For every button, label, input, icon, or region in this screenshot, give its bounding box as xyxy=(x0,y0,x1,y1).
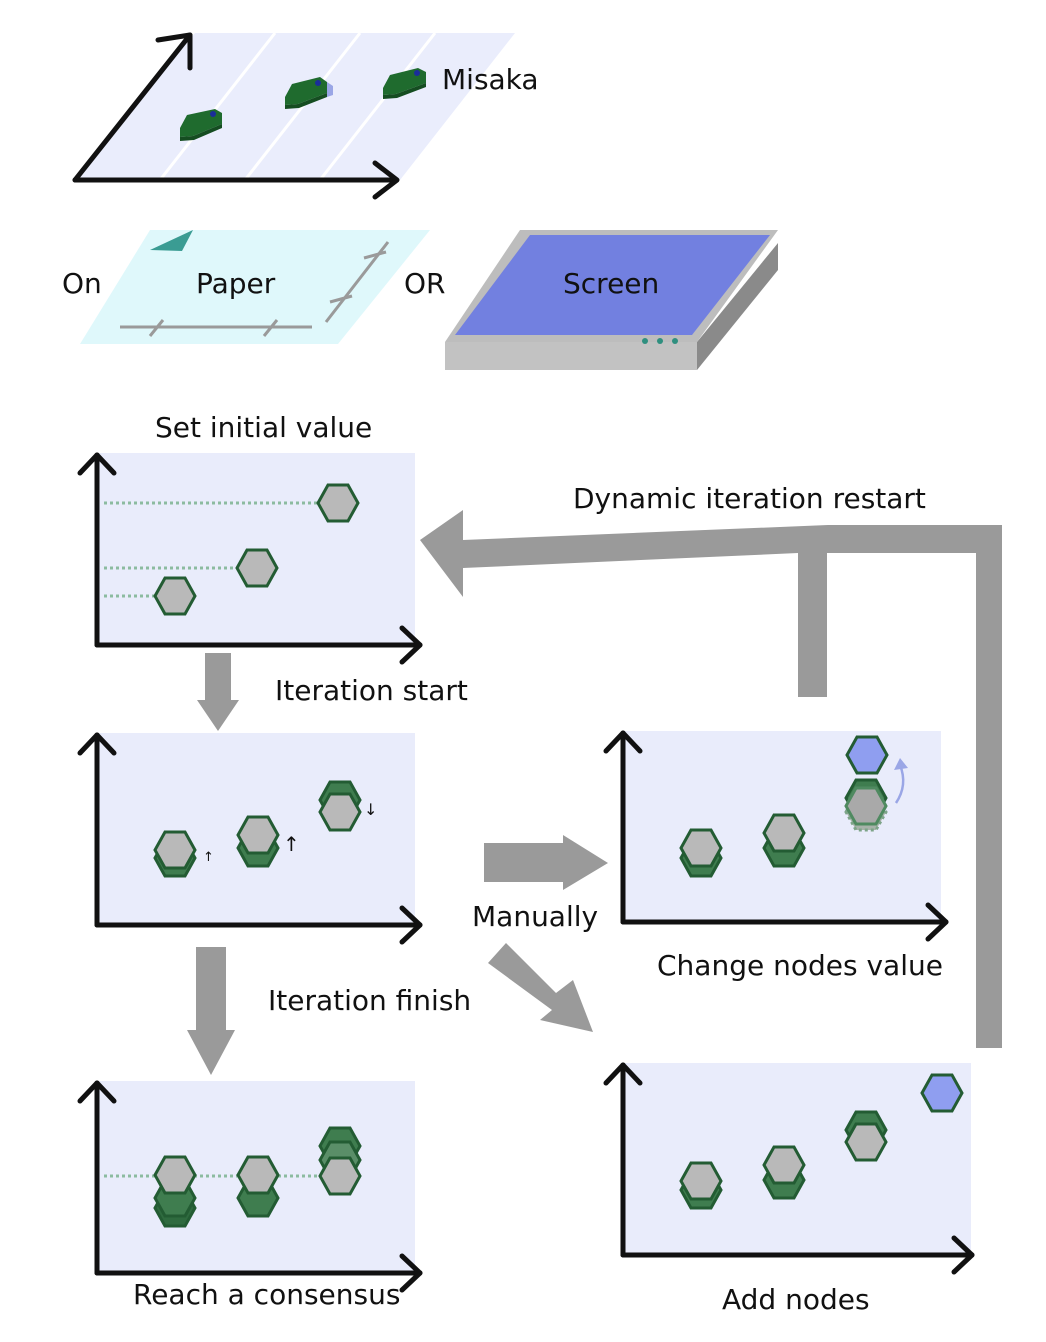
node-hexagon xyxy=(762,813,806,853)
node-hexagon xyxy=(235,548,279,588)
svg-text:↓: ↓ xyxy=(364,800,377,819)
screen-label: Screen xyxy=(563,267,659,300)
svg-text:↑: ↑ xyxy=(203,850,214,865)
node-hexagon xyxy=(844,786,888,826)
step-iteration-finish-label: Iteration finish xyxy=(268,984,471,1017)
step-initial-label: Set initial value xyxy=(155,411,372,444)
node-hexagon xyxy=(153,1155,197,1195)
plane-axes-icon xyxy=(72,32,400,200)
axes-icon xyxy=(77,1080,423,1293)
step-iteration-start-label: Iteration start xyxy=(275,674,468,707)
on-label: On xyxy=(62,267,102,300)
robot-agent-icon xyxy=(180,109,222,141)
restart-label: Dynamic iteration restart xyxy=(573,482,926,515)
node-hexagon xyxy=(318,1156,362,1196)
node-hexagon xyxy=(762,1145,806,1185)
node-hexagon xyxy=(236,815,280,855)
step-change-nodes-label: Change nodes value xyxy=(657,949,943,982)
step-add-nodes-label: Add nodes xyxy=(722,1283,870,1316)
axes-icon xyxy=(77,452,423,665)
panel-consensus xyxy=(77,1080,423,1293)
medium-choice: On Paper OR Screen xyxy=(62,230,778,370)
arrow-diag-add xyxy=(488,943,593,1032)
new-value-node-icon xyxy=(845,735,889,775)
paper-sheet: Paper xyxy=(80,230,430,344)
node-hexagon xyxy=(844,1122,888,1162)
or-label: OR xyxy=(404,267,446,300)
arrow-right-manually xyxy=(484,835,608,890)
flow-arrows xyxy=(187,510,1002,1075)
axes-icon xyxy=(603,730,949,942)
agent-plane: Misaka xyxy=(72,32,539,200)
node-hexagon xyxy=(316,483,360,523)
node-hexagon xyxy=(236,1155,280,1195)
manually-label: Manually xyxy=(472,900,598,933)
node-hexagon xyxy=(318,792,362,832)
paper-label: Paper xyxy=(196,267,276,300)
node-hexagon xyxy=(153,576,197,616)
axes-icon xyxy=(77,732,423,945)
arrow-down-1 xyxy=(197,653,239,731)
panel-iterating: ↑ ↑ ↓ xyxy=(77,732,423,945)
arrow-down-2 xyxy=(187,947,235,1075)
screen-device: Screen xyxy=(445,230,778,370)
node-hexagon xyxy=(679,828,723,868)
step-consensus-label: Reach a consensus xyxy=(133,1278,400,1311)
node-hexagon xyxy=(679,1161,723,1201)
panel-change-nodes xyxy=(603,730,949,942)
panel-add-nodes xyxy=(603,1062,975,1275)
arrow-restart xyxy=(420,510,1002,1048)
agent-label: Misaka xyxy=(442,63,539,96)
robot-agent-icon xyxy=(383,68,426,99)
axes-icon xyxy=(603,1062,975,1275)
node-hexagon xyxy=(153,830,197,870)
robot-agent-icon xyxy=(285,77,333,109)
svg-text:↑: ↑ xyxy=(283,832,300,856)
panel-initial xyxy=(77,452,423,665)
added-node-icon xyxy=(920,1073,964,1113)
